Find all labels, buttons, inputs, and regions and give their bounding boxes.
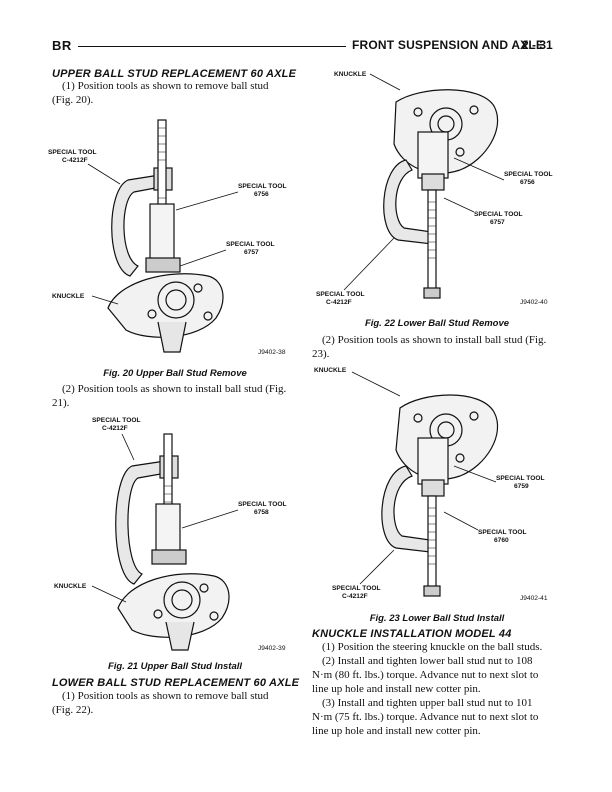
knuckle-step3-line3: line up hole and install new cotter pin. <box>312 725 481 737</box>
fig20-tool-a-label: SPECIAL TOOL <box>238 183 286 190</box>
upper-step2-line2: 21). <box>52 397 70 409</box>
upper-step2-line1: (2) Position tools as shown to install b… <box>62 383 287 395</box>
lower-step2-line1: (2) Position tools as shown to install b… <box>322 334 547 346</box>
fig20-code: J9402-38 <box>258 349 286 356</box>
fig22-tool-a-number: 6756 <box>520 179 535 186</box>
fig22-tool-a-label: SPECIAL TOOL <box>504 171 552 178</box>
knuckle-step3-line1: (3) Install and tighten upper ball stud … <box>322 697 533 709</box>
knuckle-installation-heading: KNUCKLE INSTALLATION MODEL 44 <box>312 628 512 640</box>
header-rule <box>78 46 346 48</box>
fig22-tool-c-label: SPECIAL TOOL <box>316 291 364 298</box>
fig23-tool-b-label: SPECIAL TOOL <box>478 529 526 536</box>
figure-20-illustration: SPECIAL TOOL C-4212F SPECIAL TOOL 6756 S… <box>48 119 286 356</box>
fig23-tool-c-number: C-4212F <box>342 593 368 600</box>
fig22-tool-b-number: 6757 <box>490 219 505 226</box>
fig20-tool-b-label: SPECIAL TOOL <box>226 241 274 248</box>
header-title: FRONT SUSPENSION AND AXLE <box>352 38 545 52</box>
fig23-tool-a-number: 6759 <box>514 483 529 490</box>
fig23-tool-a-label: SPECIAL TOOL <box>496 475 544 482</box>
fig23-tool-c-label: SPECIAL TOOL <box>332 585 380 592</box>
fig21-tool-c-number: C-4212F <box>102 425 128 432</box>
figure-22: KNUCKLE SPECIAL TOOL 6756 SPECIAL TOOL 6… <box>310 62 562 314</box>
knuckle-step2-line2: N·m (80 ft. lbs.) torque. Advance nut to… <box>312 669 539 681</box>
fig21-caption: Fig. 21 Upper Ball Stud Install <box>107 661 243 672</box>
fig23-code: J9402-41 <box>520 595 548 602</box>
fig21-tool-a-number: 6758 <box>254 509 269 516</box>
lower-ball-stud-heading: LOWER BALL STUD REPLACEMENT 60 AXLE <box>52 677 300 689</box>
fig20-tool-b-number: 6757 <box>244 249 259 256</box>
knuckle-step2-line1: (2) Install and tighten lower ball stud … <box>322 655 533 667</box>
fig21-tool-a-label: SPECIAL TOOL <box>238 501 286 508</box>
knuckle-step1: (1) Position the steering knuckle on the… <box>322 641 543 653</box>
knuckle-step2-line3: line up hole and install new cotter pin. <box>312 683 481 695</box>
fig20-knuckle-label: KNUCKLE <box>52 293 85 300</box>
fig23-knuckle-label: KNUCKLE <box>314 367 347 374</box>
header-section-code: BR <box>52 38 72 53</box>
fig23-caption: Fig. 23 Lower Ball Stud Install <box>369 613 505 624</box>
fig21-code: J9402-39 <box>258 645 286 652</box>
lower-step2-line2: 23). <box>312 348 330 360</box>
lower-step1-line1: (1) Position tools as shown to remove ba… <box>62 690 269 702</box>
header-page-number: 2 - 31 <box>522 38 553 52</box>
lower-step1-line2: (Fig. 22). <box>52 704 94 716</box>
fig22-caption: Fig. 22 Lower Ball Stud Remove <box>364 318 510 329</box>
figure-21-illustration: SPECIAL TOOL C-4212F SPECIAL TOOL 6758 K… <box>54 417 286 652</box>
figure-22-illustration: KNUCKLE SPECIAL TOOL 6756 SPECIAL TOOL 6… <box>316 71 552 306</box>
figure-23: KNUCKLE SPECIAL TOOL 6759 SPECIAL TOOL 6… <box>310 362 562 608</box>
upper-step1-line2: (Fig. 20). <box>52 94 94 106</box>
knuckle-step3-line2: N·m (75 ft. lbs.) torque. Advance nut to… <box>312 711 539 723</box>
fig21-knuckle-label: KNUCKLE <box>54 583 87 590</box>
upper-step1-line1: (1) Position tools as shown to remove ba… <box>62 80 269 92</box>
fig22-tool-c-number: C-4212F <box>326 299 352 306</box>
fig22-code: J9402-40 <box>520 299 548 306</box>
fig20-caption: Fig. 20 Upper Ball Stud Remove <box>103 368 247 379</box>
figure-23-illustration: KNUCKLE SPECIAL TOOL 6759 SPECIAL TOOL 6… <box>314 367 548 602</box>
fig20-tool-c-number: C-4212F <box>62 157 88 164</box>
fig22-tool-b-label: SPECIAL TOOL <box>474 211 522 218</box>
fig20-tool-a-number: 6756 <box>254 191 269 198</box>
figure-20: SPECIAL TOOL C-4212F SPECIAL TOOL 6756 S… <box>48 108 300 364</box>
fig20-tool-c-label: SPECIAL TOOL <box>48 149 96 156</box>
figure-21: SPECIAL TOOL C-4212F SPECIAL TOOL 6758 K… <box>48 412 300 658</box>
fig22-knuckle-label: KNUCKLE <box>334 71 367 78</box>
fig23-tool-b-number: 6760 <box>494 537 509 544</box>
fig21-tool-c-label: SPECIAL TOOL <box>92 417 140 424</box>
upper-ball-stud-heading: UPPER BALL STUD REPLACEMENT 60 AXLE <box>52 68 297 80</box>
